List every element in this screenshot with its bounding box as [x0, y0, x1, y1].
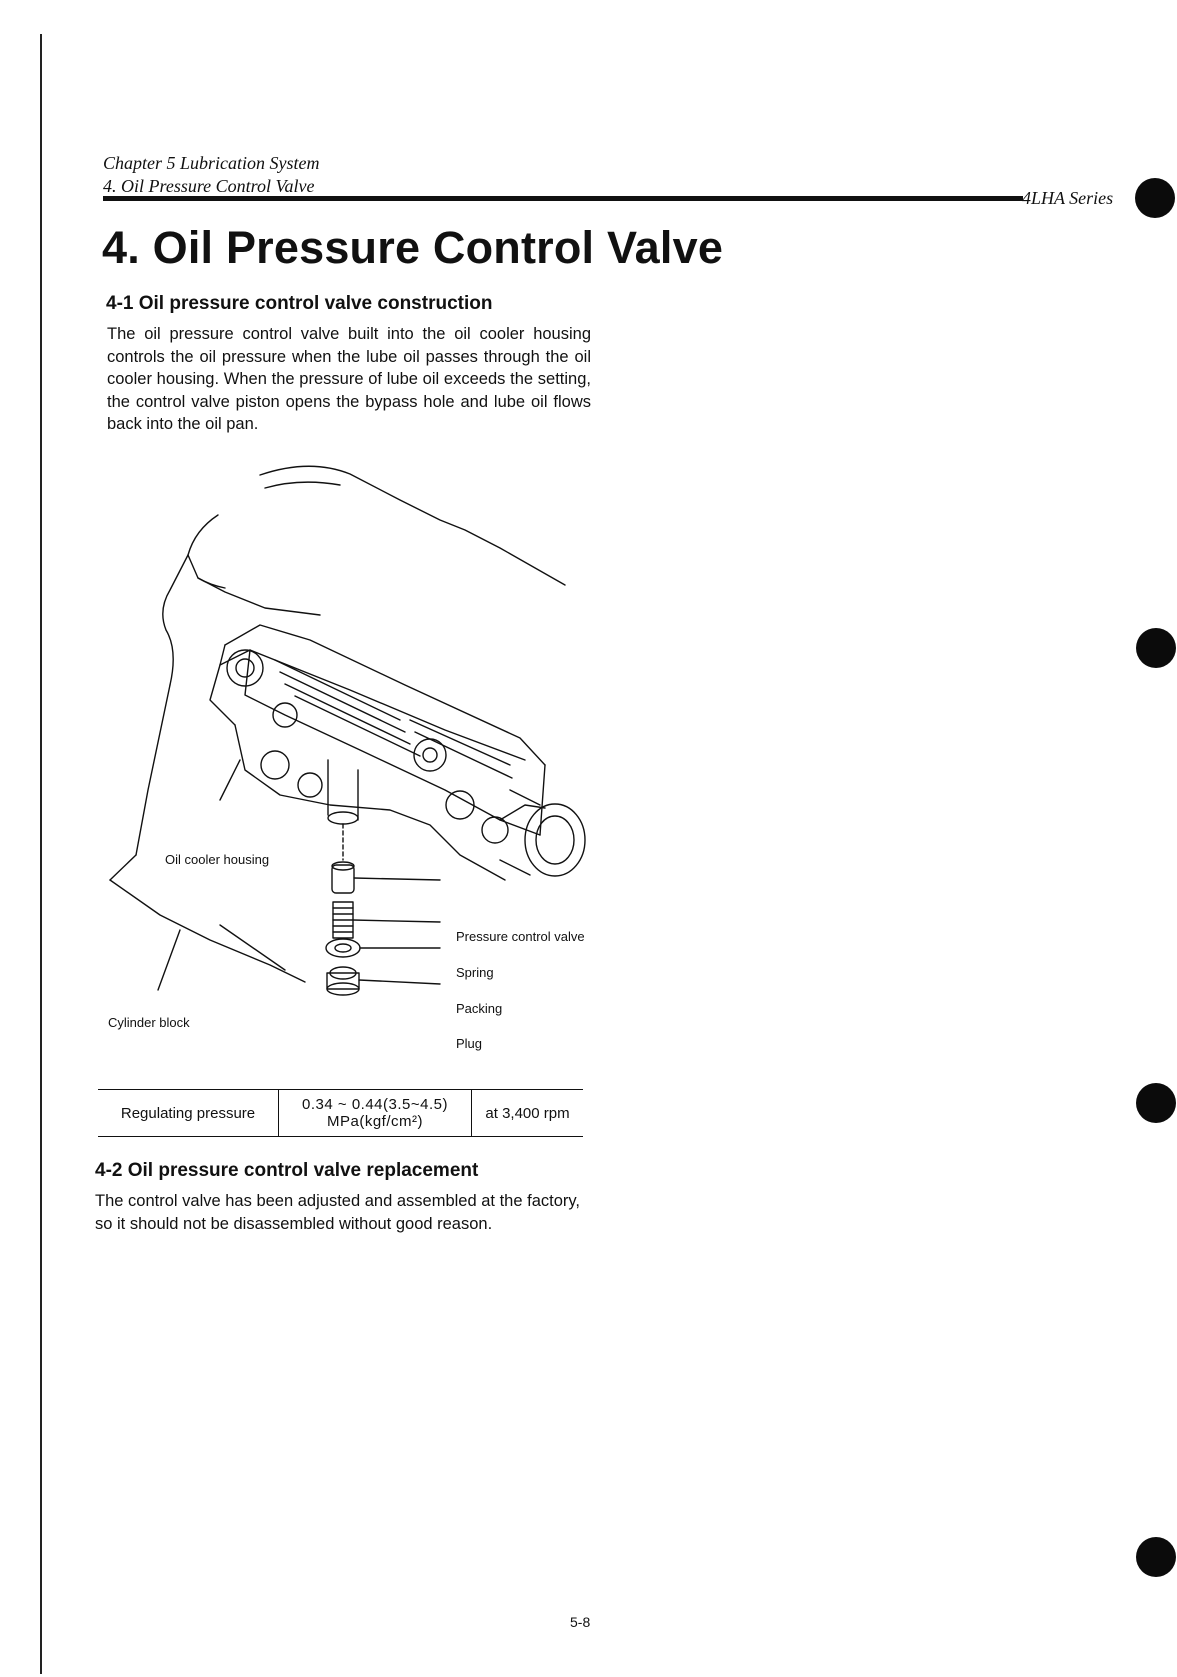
spec-label: Regulating pressure	[120, 1104, 256, 1122]
header-section: 4. Oil Pressure Control Valve	[103, 176, 315, 196]
page-title: 4. Oil Pressure Control Valve	[102, 222, 724, 273]
spec-condition: at 3,400 rpm	[471, 1089, 583, 1137]
section1-heading: 4-1 Oil pressure control valve construct…	[106, 293, 493, 314]
section1-body: The oil pressure control valve built int…	[107, 325, 591, 433]
label-pressure-control-valve: Pressure control valve	[456, 929, 585, 944]
regulating-pressure-table: Regulating pressure 0.34 ~ 0.44(3.5~4.5)…	[98, 1089, 583, 1137]
label-cylinder-block: Cylinder block	[108, 1015, 190, 1030]
section2-body: The control valve has been adjusted and …	[95, 1192, 580, 1233]
punch-hole-1	[1135, 178, 1175, 218]
spec-value-cell: 0.34 ~ 0.44(3.5~4.5) MPa(kgf/cm²)	[278, 1089, 472, 1137]
oil-cooler-illustration	[109, 465, 586, 996]
page-number: 5-8	[570, 1614, 591, 1630]
header-chapter: Chapter 5 Lubrication System	[103, 153, 320, 173]
label-spring: Spring	[456, 965, 494, 980]
oil-cooler-diagram: Oil cooler housing Cylinder block Pressu…	[100, 460, 620, 1060]
label-oil-cooler-housing: Oil cooler housing	[165, 852, 270, 867]
spec-value-line1: 0.34 ~ 0.44(3.5~4.5)	[302, 1096, 448, 1113]
section2-heading: 4-2 Oil pressure control valve replaceme…	[95, 1160, 479, 1181]
label-plug: Plug	[456, 1036, 483, 1051]
spec-value-line2: MPa(kgf/cm²)	[327, 1113, 423, 1130]
series-label: 4LHA Series	[1022, 188, 1114, 208]
punch-hole-3	[1136, 1083, 1176, 1123]
binding-margin-line	[40, 34, 42, 1674]
punch-hole-4	[1136, 1537, 1176, 1577]
punch-hole-2	[1136, 628, 1176, 668]
table-row: Regulating pressure 0.34 ~ 0.44(3.5~4.5)…	[98, 1089, 583, 1137]
label-packing: Packing	[456, 1001, 503, 1016]
header-rule	[103, 196, 1023, 201]
